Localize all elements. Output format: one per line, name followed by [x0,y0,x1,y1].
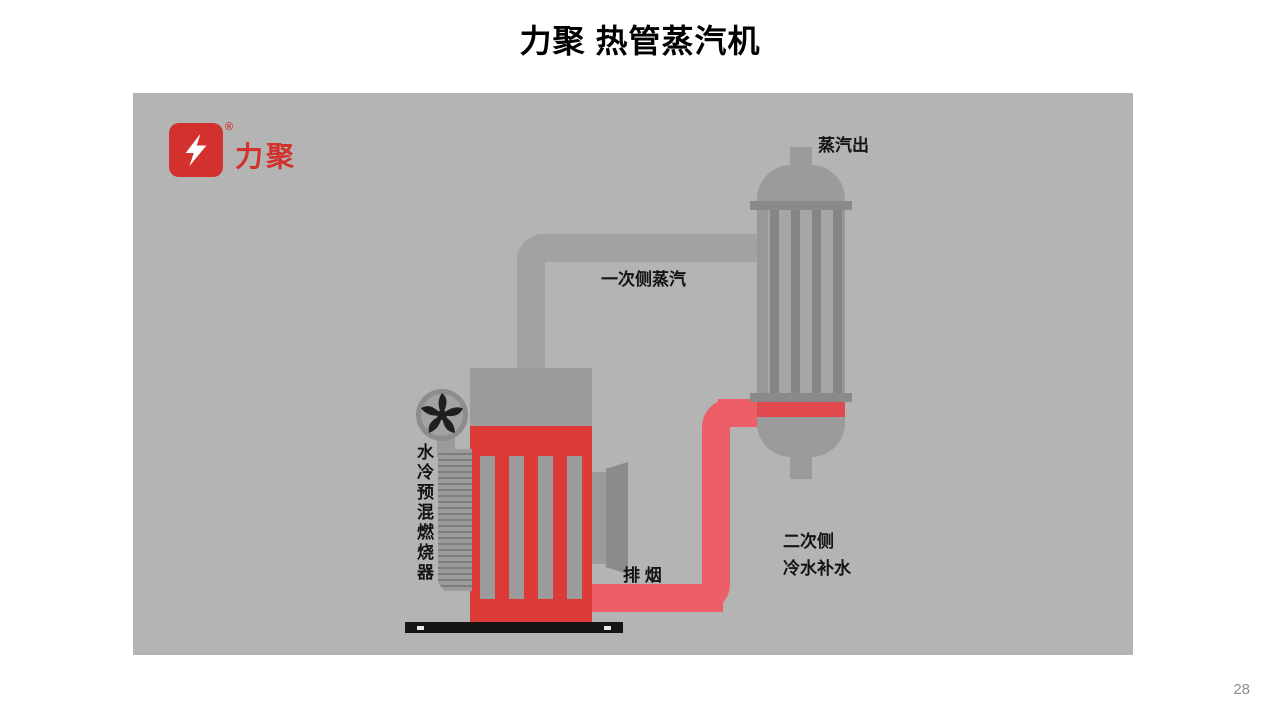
brand-logo [169,123,223,177]
label-burner: 水冷预混燃烧器 [414,443,433,583]
vessel-shell-left [757,205,768,401]
boiler-plate [509,456,524,599]
exhaust-flange [606,462,628,574]
boiler-base [405,622,623,633]
boiler-plate [538,456,553,599]
diagram-panel: ® 力聚 [133,93,1133,655]
label-secondary-water-2: 冷水补水 [783,559,851,578]
exhaust-duct [590,472,608,564]
slide-title: 力聚 热管蒸汽机 [519,23,761,59]
secondary-water-pipe-bottom [583,584,723,612]
label-secondary-water-1: 二次侧 [783,532,834,551]
boiler-top-section [470,368,592,428]
lightning-bolt-icon [185,133,207,167]
heat-pipe-tube [833,205,842,401]
label-primary-steam: 一次侧蒸汽 [601,270,686,289]
primary-steam-pipe-vertical [517,253,545,373]
burner-fin-block [438,449,472,591]
boiler-body [470,426,592,625]
vessel-bottom-dome [757,417,845,457]
primary-steam-pipe-horizontal [517,234,761,262]
heat-pipe-tube [770,205,779,401]
vessel-lower-flange [750,393,852,402]
label-exhaust: 排 烟 [623,566,662,585]
boiler-plate [480,456,495,599]
brand-name: 力聚 [235,141,298,172]
vessel-upper-flange [750,201,852,210]
heat-pipe-tube [812,205,821,401]
base-bolt [417,626,424,630]
secondary-water-pipe-vertical [702,399,730,612]
label-steam-out: 蒸汽出 [818,136,869,155]
vessel-tube-bundle [757,205,845,401]
base-bolt [604,626,611,630]
fan-impeller-icon [415,388,469,442]
boiler-plate [567,456,582,599]
vessel-hot-water-band [757,401,845,417]
registered-mark: ® [225,121,234,133]
heat-pipe-tube [791,205,800,401]
page-number: 28 [1233,681,1250,698]
vessel-bottom-neck [790,457,812,479]
